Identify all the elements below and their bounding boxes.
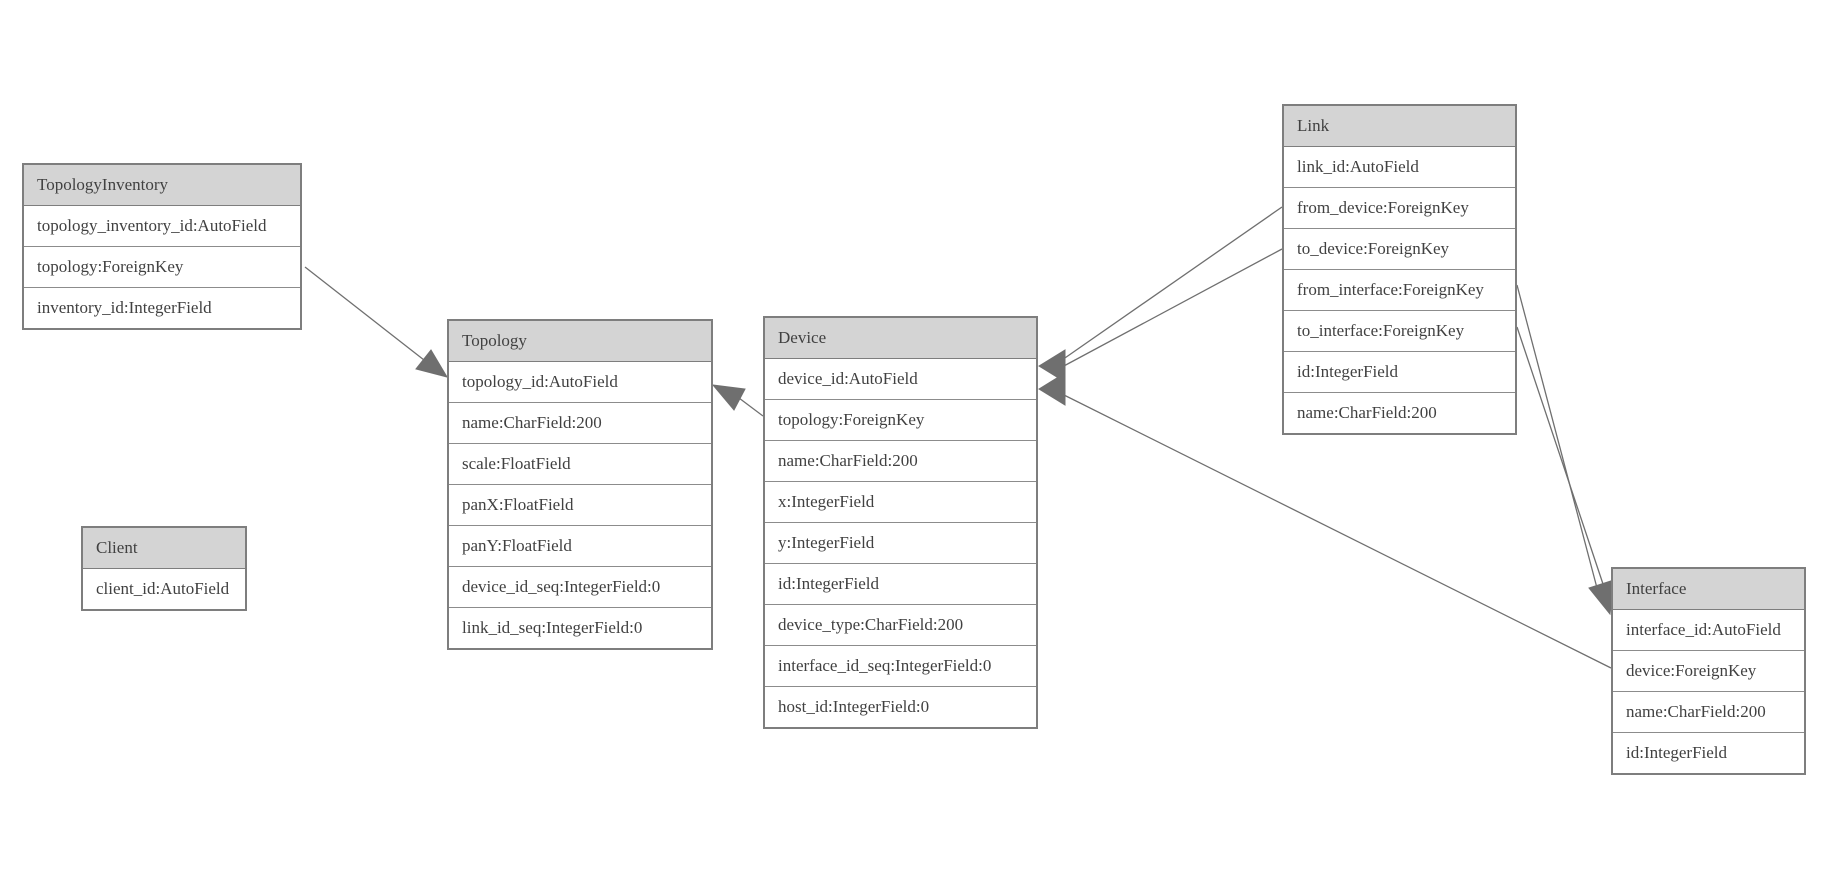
entity-field-interface-1: device:ForeignKey <box>1613 651 1804 692</box>
entity-field-topology-2: scale:FloatField <box>449 444 711 485</box>
entity-field-device-8: host_id:IntegerField:0 <box>765 687 1036 727</box>
entity-field-device-4: y:IntegerField <box>765 523 1036 564</box>
entity-field-device-3: x:IntegerField <box>765 482 1036 523</box>
relation-line-interface-device-0 <box>1061 393 1612 669</box>
entity-field-link-5: id:IntegerField <box>1284 352 1515 393</box>
entity-field-interface-2: name:CharField:200 <box>1613 692 1804 733</box>
entity-field-interface-3: id:IntegerField <box>1613 733 1804 773</box>
entity-field-device-5: id:IntegerField <box>765 564 1036 605</box>
entity-title-link: Link <box>1284 106 1515 147</box>
entity-field-link-1: from_device:ForeignKey <box>1284 188 1515 229</box>
entity-field-device-7: interface_id_seq:IntegerField:0 <box>765 646 1036 687</box>
entity-field-topology-5: device_id_seq:IntegerField:0 <box>449 567 711 608</box>
entity-field-link-6: name:CharField:200 <box>1284 393 1515 433</box>
entity-field-link-4: to_interface:ForeignKey <box>1284 311 1515 352</box>
relation-line-link-device-0 <box>1061 206 1283 361</box>
relation-line-link-interface-0 <box>1516 284 1598 589</box>
entity-title-topology: Topology <box>449 321 711 362</box>
entity-field-topology-0: topology_id:AutoField <box>449 362 711 403</box>
relation-line-device-topology-0 <box>738 397 764 417</box>
entity-field-link-3: from_interface:ForeignKey <box>1284 270 1515 311</box>
entity-field-topology-inventory-0: topology_inventory_id:AutoField <box>24 206 300 247</box>
entity-field-link-0: link_id:AutoField <box>1284 147 1515 188</box>
entity-title-device: Device <box>765 318 1036 359</box>
entity-field-device-6: device_type:CharField:200 <box>765 605 1036 646</box>
entity-field-client-0: client_id:AutoField <box>83 569 245 609</box>
entity-field-interface-0: interface_id:AutoField <box>1613 610 1804 651</box>
entity-field-topology-3: panX:FloatField <box>449 485 711 526</box>
relation-line-link-device-1 <box>1061 248 1283 368</box>
relation-arrowhead-topologyinventory-topology <box>415 349 449 378</box>
entity-field-topology-inventory-2: inventory_id:IntegerField <box>24 288 300 328</box>
entity-field-link-2: to_device:ForeignKey <box>1284 229 1515 270</box>
relation-arrowhead-device-topology <box>711 384 746 411</box>
entity-field-topology-4: panY:FloatField <box>449 526 711 567</box>
entity-title-interface: Interface <box>1613 569 1804 610</box>
relation-arrowhead-interface-device <box>1038 372 1066 406</box>
entity-title-topology-inventory: TopologyInventory <box>24 165 300 206</box>
relation-arrowhead-link-device <box>1038 349 1066 383</box>
entity-field-topology-inventory-1: topology:ForeignKey <box>24 247 300 288</box>
entity-field-topology-1: name:CharField:200 <box>449 403 711 444</box>
entity-title-client: Client <box>83 528 245 569</box>
relation-line-link-interface-1 <box>1516 326 1604 585</box>
entity-field-device-0: device_id:AutoField <box>765 359 1036 400</box>
entity-field-device-2: name:CharField:200 <box>765 441 1036 482</box>
relation-line-topologyinventory-topology-0 <box>304 266 425 361</box>
entity-field-device-1: topology:ForeignKey <box>765 400 1036 441</box>
entity-field-topology-6: link_id_seq:IntegerField:0 <box>449 608 711 648</box>
